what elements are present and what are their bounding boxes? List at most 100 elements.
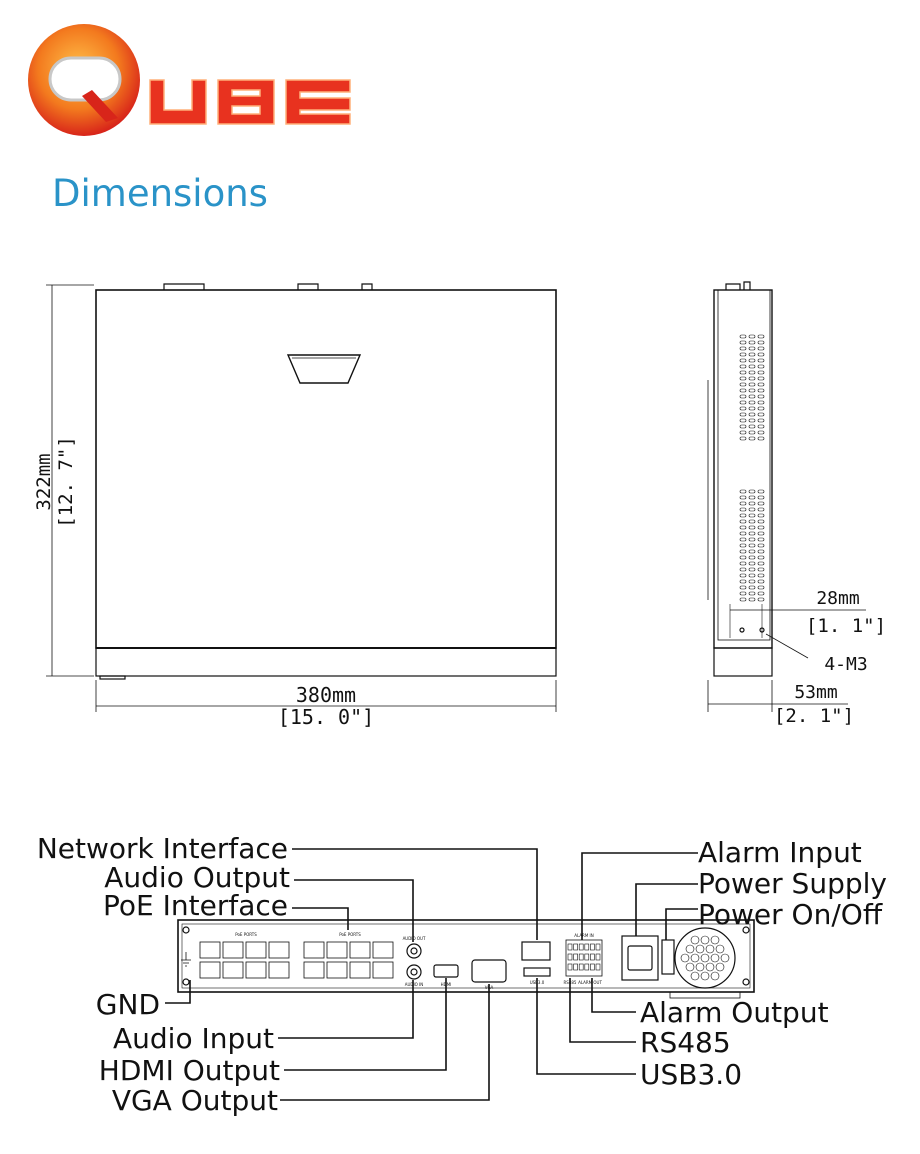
poe-port — [268, 961, 290, 979]
depth-inch: [12. 7"] — [55, 436, 77, 528]
poe-port — [245, 961, 267, 979]
vent-slot — [748, 412, 756, 417]
vent-slot — [739, 513, 747, 518]
vent-slot — [757, 507, 765, 512]
label-hdmi-output: HDMI Output — [99, 1054, 280, 1087]
fan-hole — [680, 953, 690, 963]
vent-slot — [748, 352, 756, 357]
terminal-pin — [567, 943, 573, 951]
vent-slot — [748, 525, 756, 530]
terminal-pin — [595, 953, 601, 961]
vent-slot — [739, 418, 747, 423]
screw-label: 4-M3 — [824, 654, 867, 675]
vent-slot — [748, 376, 756, 381]
vent-slot — [739, 352, 747, 357]
vent-slot — [757, 543, 765, 548]
vent-slot — [757, 352, 765, 357]
vent-slot — [739, 561, 747, 566]
vent-slot — [739, 549, 747, 554]
depth-mm: 322mm — [33, 453, 55, 510]
vent-slot — [739, 388, 747, 393]
vent-slot — [748, 394, 756, 399]
fan-hole — [710, 935, 720, 945]
vent-slot — [757, 358, 765, 363]
vent-slot — [757, 513, 765, 518]
mark-rs485: RS485 — [564, 980, 577, 985]
panel-markings: PoE PORTS PoE PORTS AUDIO OUT AUDIO IN H… — [235, 932, 602, 990]
handle-tab — [286, 354, 362, 384]
vent-slot — [748, 364, 756, 369]
fan-hole — [705, 944, 715, 954]
vent-slot — [748, 561, 756, 566]
vent-slot — [748, 573, 756, 578]
vent-slot — [739, 364, 747, 369]
vent-slot — [748, 579, 756, 584]
vent-slot — [748, 567, 756, 572]
label-alarm-input: Alarm Input — [698, 836, 862, 869]
terminal-pin — [584, 963, 590, 971]
poe-port — [372, 941, 394, 959]
mount-spacing-mm: 28mm — [816, 588, 859, 609]
width-mm: 380mm — [296, 683, 356, 707]
mark-alarm-in: ALARM IN — [574, 933, 593, 938]
fan-hole — [700, 935, 710, 945]
vent-slot — [757, 561, 765, 566]
vent-slot — [757, 579, 765, 584]
terminal-pin — [573, 953, 578, 961]
poe-port — [303, 961, 325, 979]
label-alarm-output: Alarm Output — [640, 996, 829, 1029]
vent-slot — [748, 340, 756, 345]
height-inch: [2. 1"] — [774, 705, 854, 727]
vent-slot — [739, 382, 747, 387]
vent-slot — [748, 406, 756, 411]
vent-slot — [757, 436, 765, 441]
vent-slot — [757, 364, 765, 369]
vent-slot — [748, 495, 756, 500]
vent-slot — [748, 531, 756, 536]
fan-hole — [700, 971, 710, 981]
vent-slot — [757, 346, 765, 351]
poe-port — [326, 941, 348, 959]
vent-slot — [757, 549, 765, 554]
vent-slot — [748, 388, 756, 393]
vent-slot — [748, 513, 756, 518]
label-power-supply: Power Supply — [698, 867, 887, 900]
vent-slot — [757, 418, 765, 423]
vent-slot — [739, 591, 747, 596]
vent-slot — [739, 555, 747, 560]
fan-hole — [695, 944, 705, 954]
vent-slot — [739, 507, 747, 512]
fan-hole — [720, 953, 730, 963]
vent-slot — [757, 495, 765, 500]
terminal-pin — [590, 963, 595, 971]
vent-slot — [739, 400, 747, 405]
vent-slot — [748, 585, 756, 590]
terminal-pin — [584, 943, 590, 951]
vent-slot — [739, 579, 747, 584]
vent-slot — [757, 376, 765, 381]
vent-slot — [748, 537, 756, 542]
vent-slot — [757, 400, 765, 405]
logo-letters-ube — [149, 79, 351, 125]
poe-port — [349, 961, 371, 979]
vent-slot — [748, 418, 756, 423]
poe-port — [372, 961, 394, 979]
vent-slot — [757, 525, 765, 530]
terminal-pin — [590, 953, 595, 961]
logo-q-inner — [48, 56, 122, 102]
label-gnd: GND — [96, 988, 160, 1021]
vent-slot — [739, 597, 747, 602]
label-power-on-off: Power On/Off — [698, 898, 883, 931]
fan-hole — [710, 953, 720, 963]
poe-port — [199, 941, 221, 959]
fan-hole — [700, 953, 710, 963]
mount-spacing-inch: [1. 1"] — [806, 615, 886, 637]
vent-slot — [748, 501, 756, 506]
vent-slot — [757, 555, 765, 560]
vent-slot — [757, 424, 765, 429]
vent-slot — [739, 412, 747, 417]
vent-slot — [739, 430, 747, 435]
leader-lines — [165, 848, 698, 1101]
vent-slot — [757, 388, 765, 393]
vent-slot — [748, 597, 756, 602]
